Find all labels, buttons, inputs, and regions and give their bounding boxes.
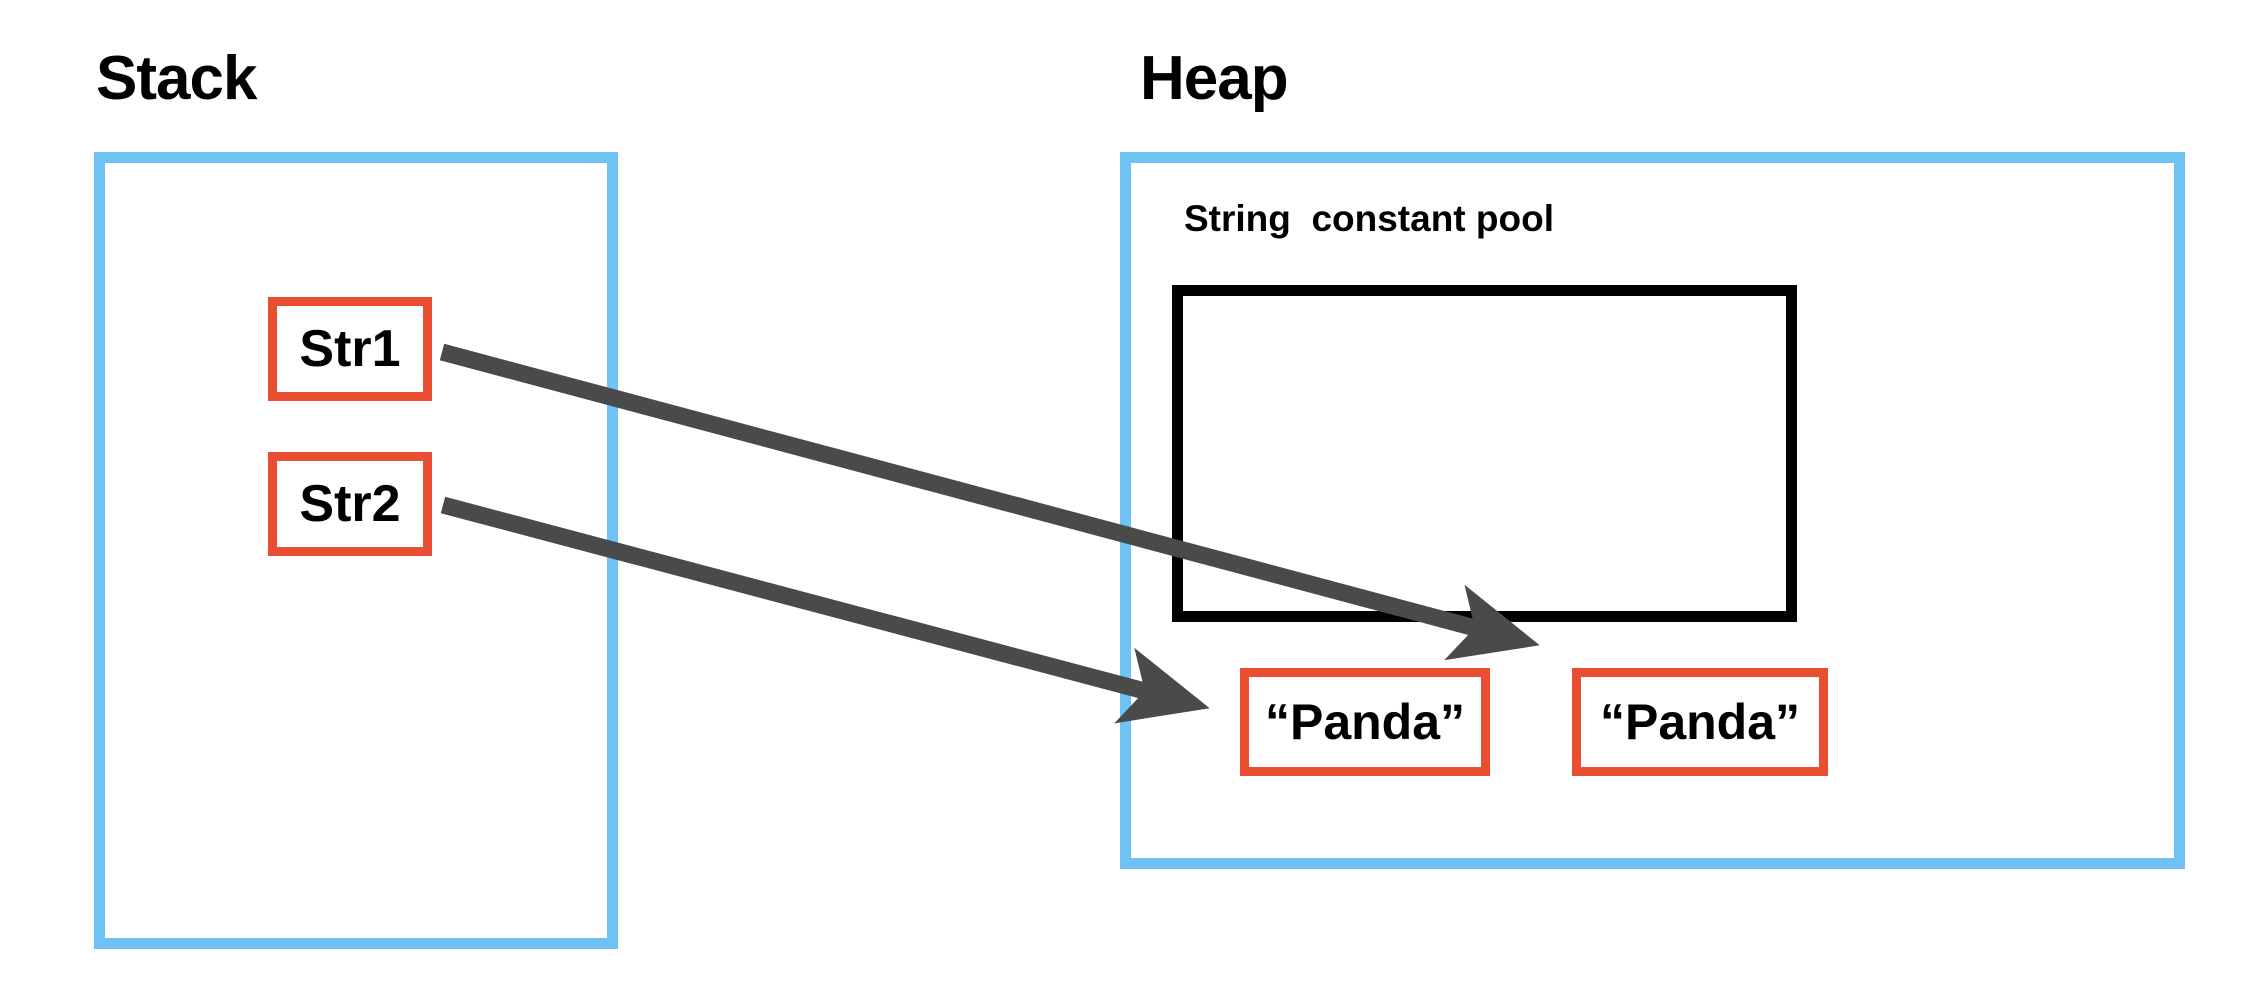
heap-cell-panda-1-label: “Panda”	[1264, 694, 1466, 750]
heap-cell-panda-2[interactable]: “Panda”	[1572, 668, 1828, 776]
string-constant-pool-label: String constant pool	[1184, 198, 1554, 239]
stack-title: Stack	[96, 44, 257, 113]
heap-cell-panda-2-label: “Panda”	[1599, 694, 1801, 750]
stack-cell-str1[interactable]: Str1	[268, 297, 432, 401]
heap-title: Heap	[1140, 44, 1289, 113]
heap-cell-panda-1[interactable]: “Panda”	[1240, 668, 1490, 776]
string-constant-pool-box	[1172, 285, 1797, 622]
stack-cell-str2[interactable]: Str2	[268, 452, 432, 556]
stack-cell-str1-label: Str1	[299, 320, 401, 378]
stack-cell-str2-label: Str2	[299, 475, 401, 533]
